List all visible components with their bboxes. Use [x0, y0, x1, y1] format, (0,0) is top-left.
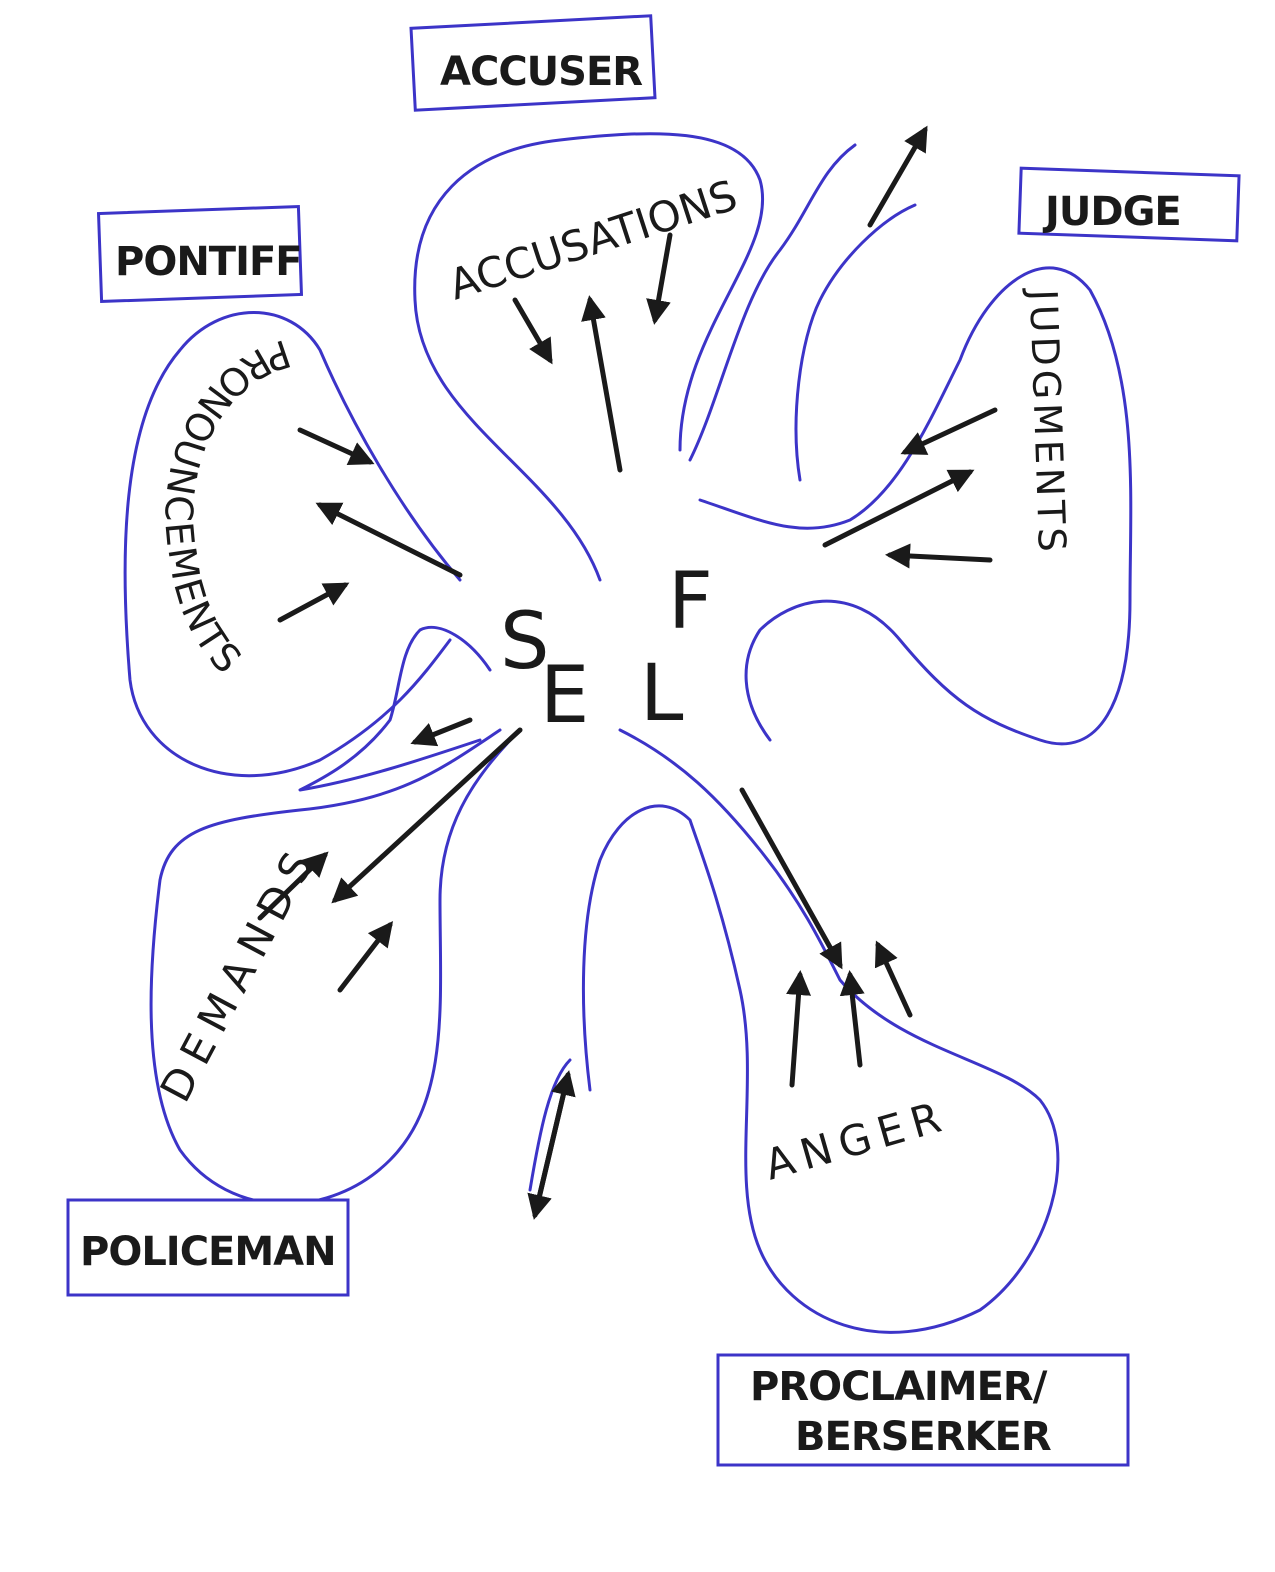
accuser-box [409, 14, 657, 112]
pontiff-label: PONTIFF [115, 239, 302, 285]
self-letter-e: E [540, 651, 589, 741]
pontiff-box [96, 204, 304, 304]
role-box-accuser: ACCUSER [409, 14, 657, 112]
arrow-anger-4 [874, 940, 913, 1018]
center-self: S E L F [500, 557, 713, 741]
channel-top-right [688, 143, 857, 462]
arrow-judge-1 [900, 407, 998, 455]
anger-lobe [581, 728, 1060, 1334]
judge-label: JUDGE [1042, 189, 1181, 235]
judge-lobe [698, 266, 1133, 746]
policeman-lobe [149, 728, 522, 1206]
arrow-accusations-3 [646, 232, 673, 325]
judge-box [1017, 166, 1241, 243]
arrow-judge-2 [822, 469, 975, 548]
arrow-anger-1 [739, 787, 843, 970]
proclaimer-label-line2: BERSERKER [795, 1414, 1051, 1460]
self-letter-l: L [640, 649, 684, 739]
channel-top-right-inner [794, 203, 917, 482]
arrow-top-right [867, 125, 928, 228]
self-letter-f: F [668, 557, 713, 647]
arrow-pontiff-3 [277, 582, 350, 623]
judgments-label: JUDGMENTS [1021, 287, 1074, 557]
arrow-judge-3 [885, 543, 993, 569]
arrow-anger-3 [839, 970, 865, 1068]
arrow-accusations-2 [581, 295, 623, 473]
arrow-accusations-1 [512, 297, 553, 365]
arrow-pontiff-1 [297, 427, 375, 466]
pronouncements-label: PRONOUNCEMENTS [156, 331, 296, 683]
arrow-pontiff-2 [315, 502, 463, 578]
role-box-pontiff: PONTIFF [96, 204, 304, 304]
policeman-label: POLICEMAN [80, 1229, 336, 1275]
arrow-demands-1 [331, 727, 523, 904]
self-letter-s: S [500, 597, 550, 687]
arrow-demands-3 [337, 921, 394, 993]
arrow-anger-2 [786, 970, 812, 1088]
accusations-lobe [413, 132, 765, 582]
channel-left [298, 625, 492, 792]
accuser-label: ACCUSER [440, 49, 642, 95]
pontiff-lobe [123, 311, 462, 778]
role-box-policeman: POLICEMAN [66, 1198, 350, 1297]
role-box-proclaimer: PROCLAIMER/ BERSERKER [716, 1353, 1130, 1467]
pronouncements-text: PRONOUNCEMENTS [156, 331, 294, 683]
arrow-bottom-down [527, 1072, 571, 1220]
arrow-pontiff-4 [410, 717, 473, 747]
demands-label: DEMANDS [151, 836, 328, 1110]
channel-bottom [528, 1058, 572, 1192]
arrow-demands-2 [257, 851, 329, 921]
policeman-box [66, 1198, 350, 1297]
accusations-label: ACCUSATIONS [443, 170, 743, 309]
proclaimer-label-line1: PROCLAIMER/ [750, 1364, 1048, 1410]
role-box-judge: JUDGE [1017, 166, 1241, 243]
anger-label: ANGER [759, 1091, 954, 1190]
proclaimer-box [716, 1353, 1130, 1467]
arrows [257, 125, 998, 1220]
